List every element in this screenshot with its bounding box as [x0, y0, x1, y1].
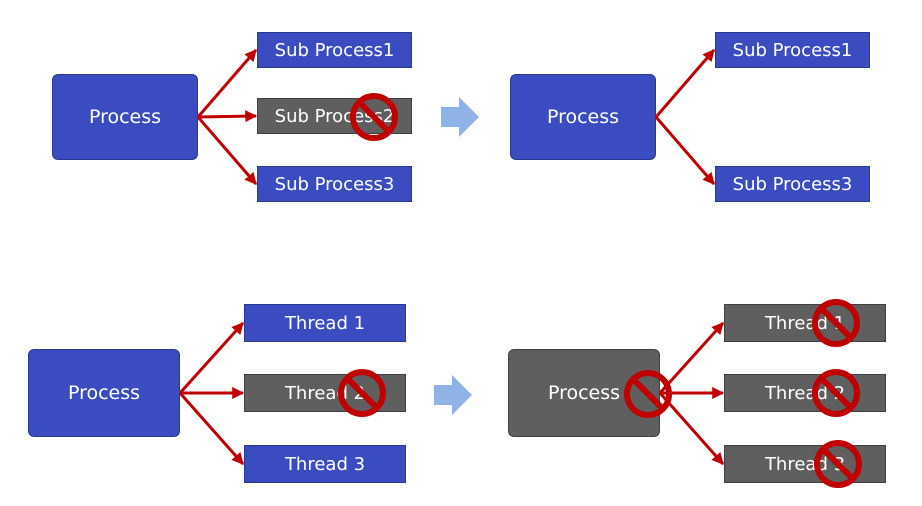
br-arrow-1: [658, 321, 725, 395]
br-thread-3-prohibition-icon: [814, 440, 862, 488]
tr-process-box: Process: [510, 74, 656, 160]
tl-arrow-2: [197, 110, 258, 123]
tl-arrow-1: [196, 49, 258, 118]
tr-arrow-1: [654, 49, 716, 118]
tl-sub-process-2-prohibition-icon: [350, 93, 398, 141]
bl-arrow-3: [178, 392, 245, 465]
tl-sub-process-3: Sub Process3: [257, 166, 412, 202]
bl-thread-1: Thread 1: [244, 304, 406, 342]
br-thread-2-prohibition-icon: [812, 369, 860, 417]
bl-arrow-1: [178, 321, 245, 395]
tr-sub-process-3: Sub Process3: [715, 166, 870, 202]
tl-arrow-3: [196, 116, 258, 185]
tl-process-box: Process: [52, 74, 198, 160]
tl-sub-process-1: Sub Process1: [257, 32, 412, 68]
br-thread-1-prohibition-icon: [812, 299, 860, 347]
br-thread-2: Thread 2: [724, 374, 886, 412]
top-transition-arrow: [441, 97, 479, 137]
br-process-prohibition-icon: [624, 370, 672, 418]
bottom-transition-arrow: [434, 375, 472, 415]
bl-process-box: Process: [28, 349, 180, 437]
br-process-box: Process: [508, 349, 660, 437]
bl-thread-2-prohibition-icon: [338, 369, 386, 417]
tr-arrow-3: [654, 116, 716, 185]
bl-thread-3: Thread 3: [244, 445, 406, 483]
br-arrow-3: [658, 392, 725, 465]
tr-sub-process-1: Sub Process1: [715, 32, 870, 68]
